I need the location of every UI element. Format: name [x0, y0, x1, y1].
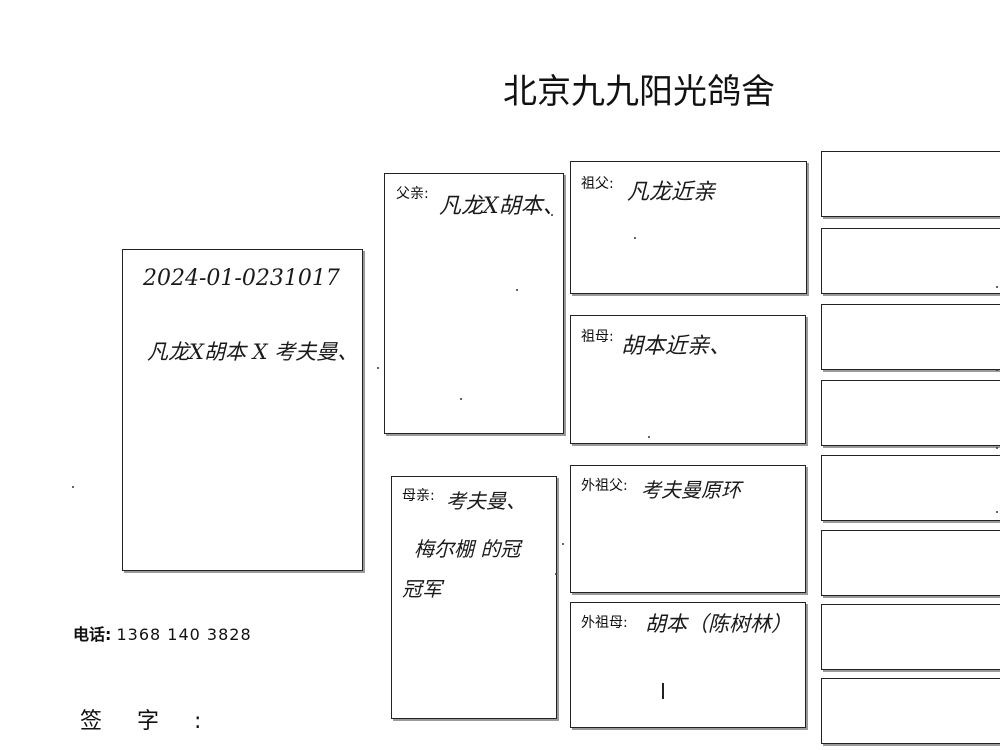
- scan-speck: [562, 543, 564, 545]
- grandfather-value: 凡龙近亲: [627, 180, 716, 205]
- scan-speck: [72, 486, 74, 488]
- empty-ancestor-box: [821, 228, 1000, 294]
- subject-box: 2024-01-0231017 凡龙X胡本 X 考夫曼、: [122, 249, 363, 571]
- page-title: 北京九九阳光鸽舍: [503, 72, 775, 112]
- empty-ancestor-box: [821, 530, 1000, 596]
- phone-number: 1368 140 3828: [116, 625, 252, 644]
- scan-speck: [648, 436, 650, 438]
- empty-ancestor-box: [821, 678, 1000, 744]
- father-label: 父亲:: [396, 186, 429, 202]
- scan-speck: [555, 573, 557, 575]
- maternal-grandmother-label: 外祖母:: [581, 615, 628, 631]
- scan-speck: [996, 511, 998, 513]
- maternal-grandmother-value: 胡本（陈树林）: [645, 612, 792, 636]
- pen-mark: [662, 683, 664, 699]
- mother-value: 考夫曼、: [446, 489, 526, 513]
- scan-speck: [460, 398, 462, 400]
- maternal-grandfather-box: 外祖父: 考夫曼原环: [570, 465, 806, 593]
- signature-label: 签 字 :: [80, 709, 216, 734]
- scan-speck: [996, 447, 998, 449]
- grandmother-value: 胡本近亲、: [621, 334, 732, 359]
- maternal-grandfather-label: 外祖父:: [581, 478, 628, 494]
- grandfather-label: 祖父:: [581, 176, 614, 192]
- empty-ancestor-box: [821, 455, 1000, 521]
- scan-speck: [996, 369, 998, 371]
- phone-label: 电话:: [73, 625, 112, 644]
- mother-box: 母亲: 考夫曼、 梅尔棚 的冠 冠军: [391, 476, 557, 719]
- empty-ancestor-box: [821, 380, 1000, 446]
- grandmother-label: 祖母:: [581, 329, 614, 345]
- father-value: 凡龙X胡本、: [439, 194, 565, 219]
- maternal-grandfather-value: 考夫曼原环: [641, 478, 741, 502]
- mother-note-line-1: 梅尔棚 的冠: [414, 537, 521, 561]
- grandmother-box: 祖母: 胡本近亲、: [570, 315, 806, 444]
- subject-pedigree: 凡龙X胡本 X 考夫曼、: [147, 340, 359, 364]
- empty-ancestor-box: [821, 604, 1000, 670]
- father-box: 父亲: 凡龙X胡本、: [384, 173, 565, 434]
- scan-speck: [996, 286, 998, 288]
- grandfather-box: 祖父: 凡龙近亲: [570, 161, 807, 294]
- mother-note-line-2: 冠军: [402, 577, 442, 601]
- maternal-grandmother-box: 外祖母: 胡本（陈树林）: [570, 602, 806, 728]
- mother-label: 母亲:: [402, 488, 435, 504]
- scan-speck: [551, 214, 553, 216]
- empty-ancestor-box: [821, 151, 1000, 217]
- scan-speck: [634, 237, 636, 239]
- empty-ancestor-box: [821, 304, 1000, 370]
- phone-line: 电话: 1368 140 3828: [73, 621, 252, 645]
- subject-ring-number: 2024-01-0231017: [143, 266, 340, 291]
- scan-speck: [377, 367, 379, 369]
- scan-speck: [516, 289, 518, 291]
